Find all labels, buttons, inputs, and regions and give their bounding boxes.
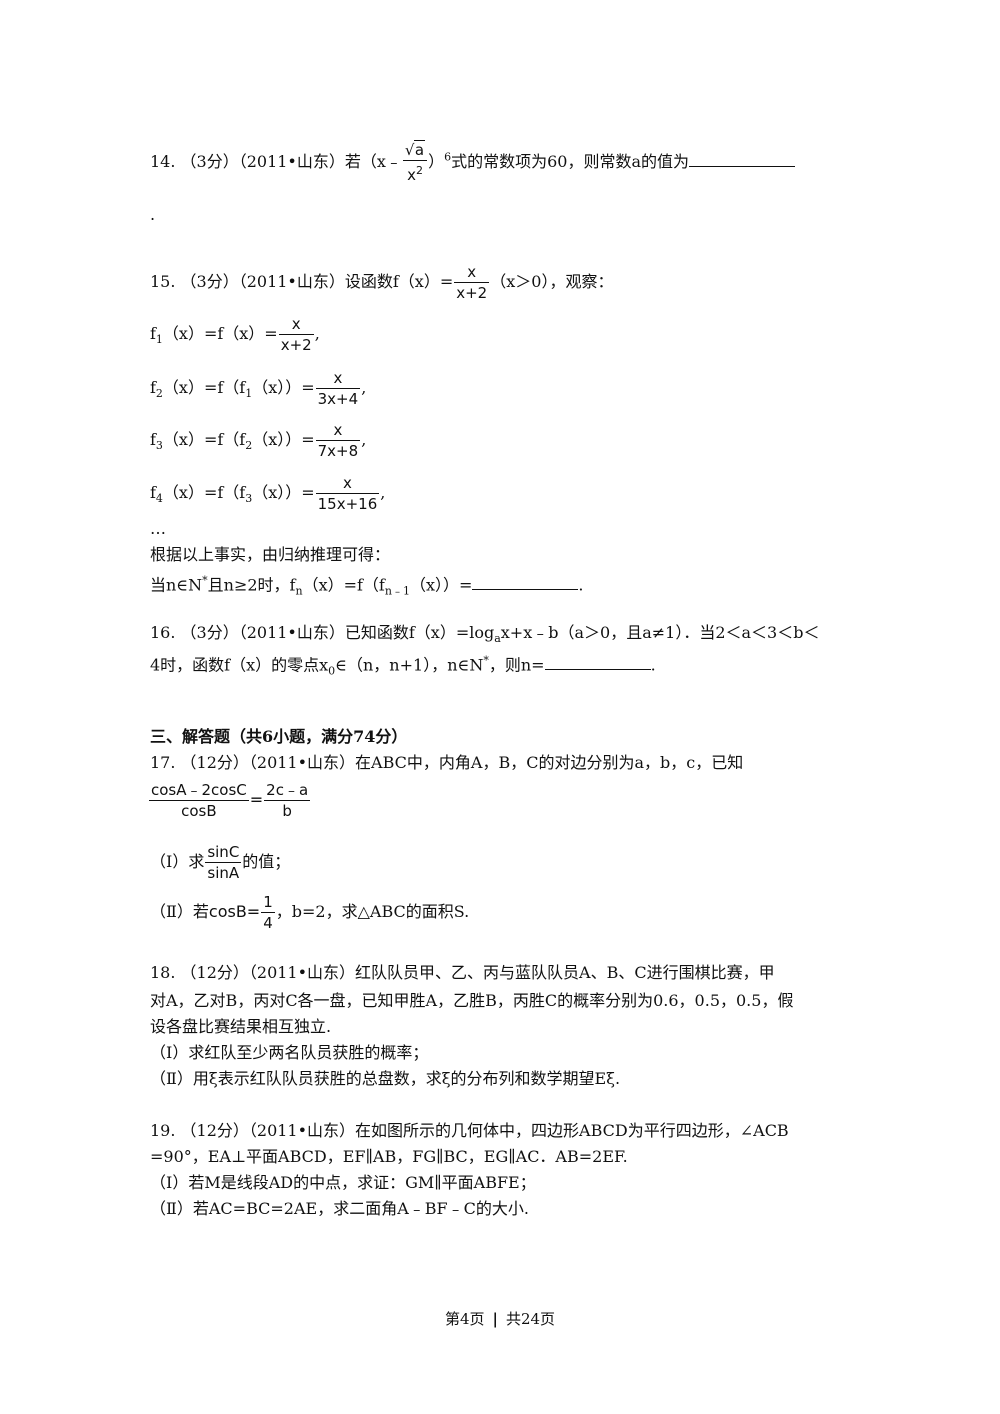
q18-line-2: 对A，乙对B，丙对C各一盘，已知甲胜A，乙胜B，丙胜C的概率分别为0.6，0.5… — [150, 991, 794, 1010]
q14-suffix: 式的常数项为60，则常数a的值为 — [451, 152, 690, 171]
q19-line-1: 19. （12分）（2011•山东）在如图所示的几何体中，四边形ABCD为平行四… — [150, 1121, 789, 1140]
q14-exp: 6 — [444, 150, 452, 164]
sqrt-symbol: √a — [404, 140, 426, 159]
q14-frac-num: a — [413, 140, 426, 159]
q15-ellipsis: … — [150, 519, 166, 538]
page-number: 第4页 — [444, 1310, 485, 1328]
q19-part-2: （Ⅱ）若AC=BC=2AE，求二面角A﹣BF﹣C的大小. — [150, 1199, 529, 1218]
q18-part-2: （Ⅱ）用ξ表示红队队员获胜的总盘数，求ξ的分布列和数学期望Eξ. — [150, 1069, 621, 1088]
q15-intro-suffix: （x＞0），观察： — [490, 272, 614, 291]
q14-frac-den-exp: 2 — [415, 164, 423, 177]
q14-trailing: . — [150, 205, 156, 224]
q14-answer-blank[interactable] — [689, 150, 796, 167]
q17-line-1: 17. （12分）（2011•山东）在ABC中，内角A，B，C的对边分别为a，b… — [150, 753, 744, 772]
q15-conclusion: 根据以上事实，由归纳推理可得： — [150, 545, 391, 564]
page-total: 共24页 — [505, 1310, 556, 1328]
q15-answer-blank[interactable] — [472, 573, 579, 591]
q14-close: ） — [428, 152, 445, 171]
q14-frac-den: x — [407, 166, 416, 184]
q18-part-1: （Ⅰ）求红队至少两名队员获胜的概率； — [150, 1043, 429, 1062]
q14-line: 14. （3分）（2011•山东）若（x﹣√a x2 ）6式的常数项为60，则常数a… — [150, 140, 796, 185]
q14-fraction: √a x2 — [402, 140, 428, 185]
q18-line-3: 设各盘比赛结果相互独立. — [150, 1017, 332, 1036]
q19-part-1: （Ⅰ）若M是线段AD的中点，求证：GM∥平面ABFE； — [150, 1173, 536, 1192]
q15-intro-prefix: 15. （3分）（2011•山东）设函数f（x）= — [150, 272, 454, 291]
footer-separator: | — [492, 1310, 498, 1328]
q16-line-1: 16. （3分）（2011•山东）已知函数f（x）=logax+x﹣b（a＞0，… — [150, 623, 820, 646]
q15-final: 当n∈N*且n≥2时，fn（x）=f（fn﹣1（x））=. — [150, 573, 584, 598]
q19-line-2: =90°，EA⊥平面ABCD，EF∥AB，FG∥BC，EG∥AC．AB=2EF. — [150, 1147, 628, 1166]
q18-line-1: 18. （12分）（2011•山东）红队队员甲、乙、丙与蓝队队员A、B、C进行围… — [150, 963, 775, 982]
q16-answer-blank[interactable] — [544, 653, 651, 671]
q14-prefix: 14. （3分）（2011•山东）若（x﹣ — [150, 152, 402, 171]
q16-line-2: 4时，函数f（x）的零点x0∈（n，n+1），n∈N*，则n=. — [150, 653, 656, 678]
page-footer: 第4页 | 共24页 — [0, 1308, 1000, 1329]
section-heading: 三、解答题（共6小题，满分74分） — [150, 727, 408, 746]
